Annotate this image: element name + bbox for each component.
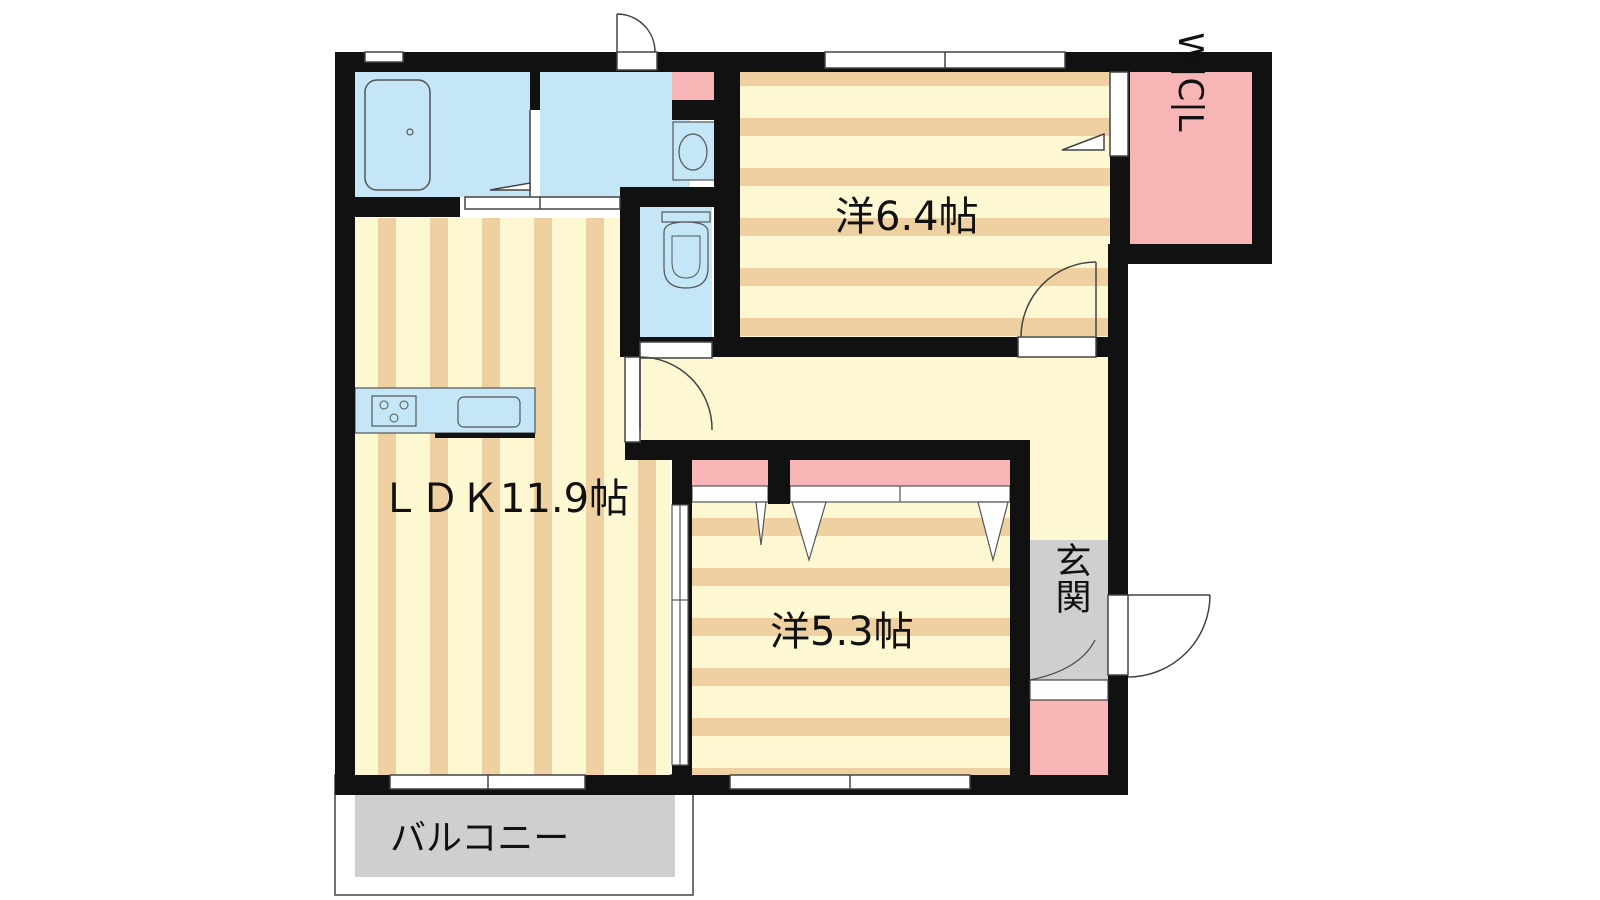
- wic-door[interactable]: [1061, 71, 1129, 157]
- bathtub-icon: [364, 79, 431, 191]
- sink-icon: [457, 396, 521, 428]
- ldk-floor: [355, 218, 670, 775]
- western-room-a-floor: [740, 72, 1110, 340]
- closet-left: [692, 460, 768, 486]
- sliding-door-ldk[interactable]: [671, 504, 689, 766]
- shoe-storage: [1030, 700, 1108, 775]
- closet-doors: [691, 485, 1011, 563]
- western-room-b-floor: [690, 500, 1010, 775]
- bathroom: [355, 72, 530, 197]
- stove-icon: [371, 395, 417, 427]
- toilet-room: [640, 207, 712, 337]
- washbasin-icon: [672, 121, 716, 181]
- bathroom-door[interactable]: [489, 110, 531, 197]
- toilet-icon: [661, 211, 711, 289]
- closet-right: [790, 460, 1010, 486]
- hallway-floor: [630, 355, 1110, 450]
- western-room-b-label: 洋5.3帖: [770, 609, 914, 655]
- room-a-door[interactable]: [1017, 261, 1097, 358]
- toilet-door[interactable]: [624, 341, 713, 443]
- walk-in-closet-label: W|C|L: [1170, 32, 1210, 131]
- entrance-step: [1029, 639, 1109, 701]
- room-labels: 洋6.4帖 洋5.3帖 ＬＤＫ11.9帖 W|C|L 玄関 バルコニー: [380, 32, 1210, 859]
- washroom: [540, 72, 716, 197]
- kitchen-counter: [354, 387, 536, 434]
- entrance-label: 玄関: [1050, 542, 1091, 614]
- windows: [364, 51, 1066, 790]
- washroom-exterior-door[interactable]: [616, 13, 658, 71]
- western-room-a-label: 洋6.4帖: [835, 194, 979, 240]
- entrance-floor: [1030, 540, 1108, 680]
- balcony-label: バルコニー: [390, 818, 569, 859]
- ldk-label: ＬＤＫ11.9帖: [380, 476, 629, 522]
- front-door[interactable]: [1107, 594, 1211, 678]
- walk-in-closet: [1130, 72, 1252, 244]
